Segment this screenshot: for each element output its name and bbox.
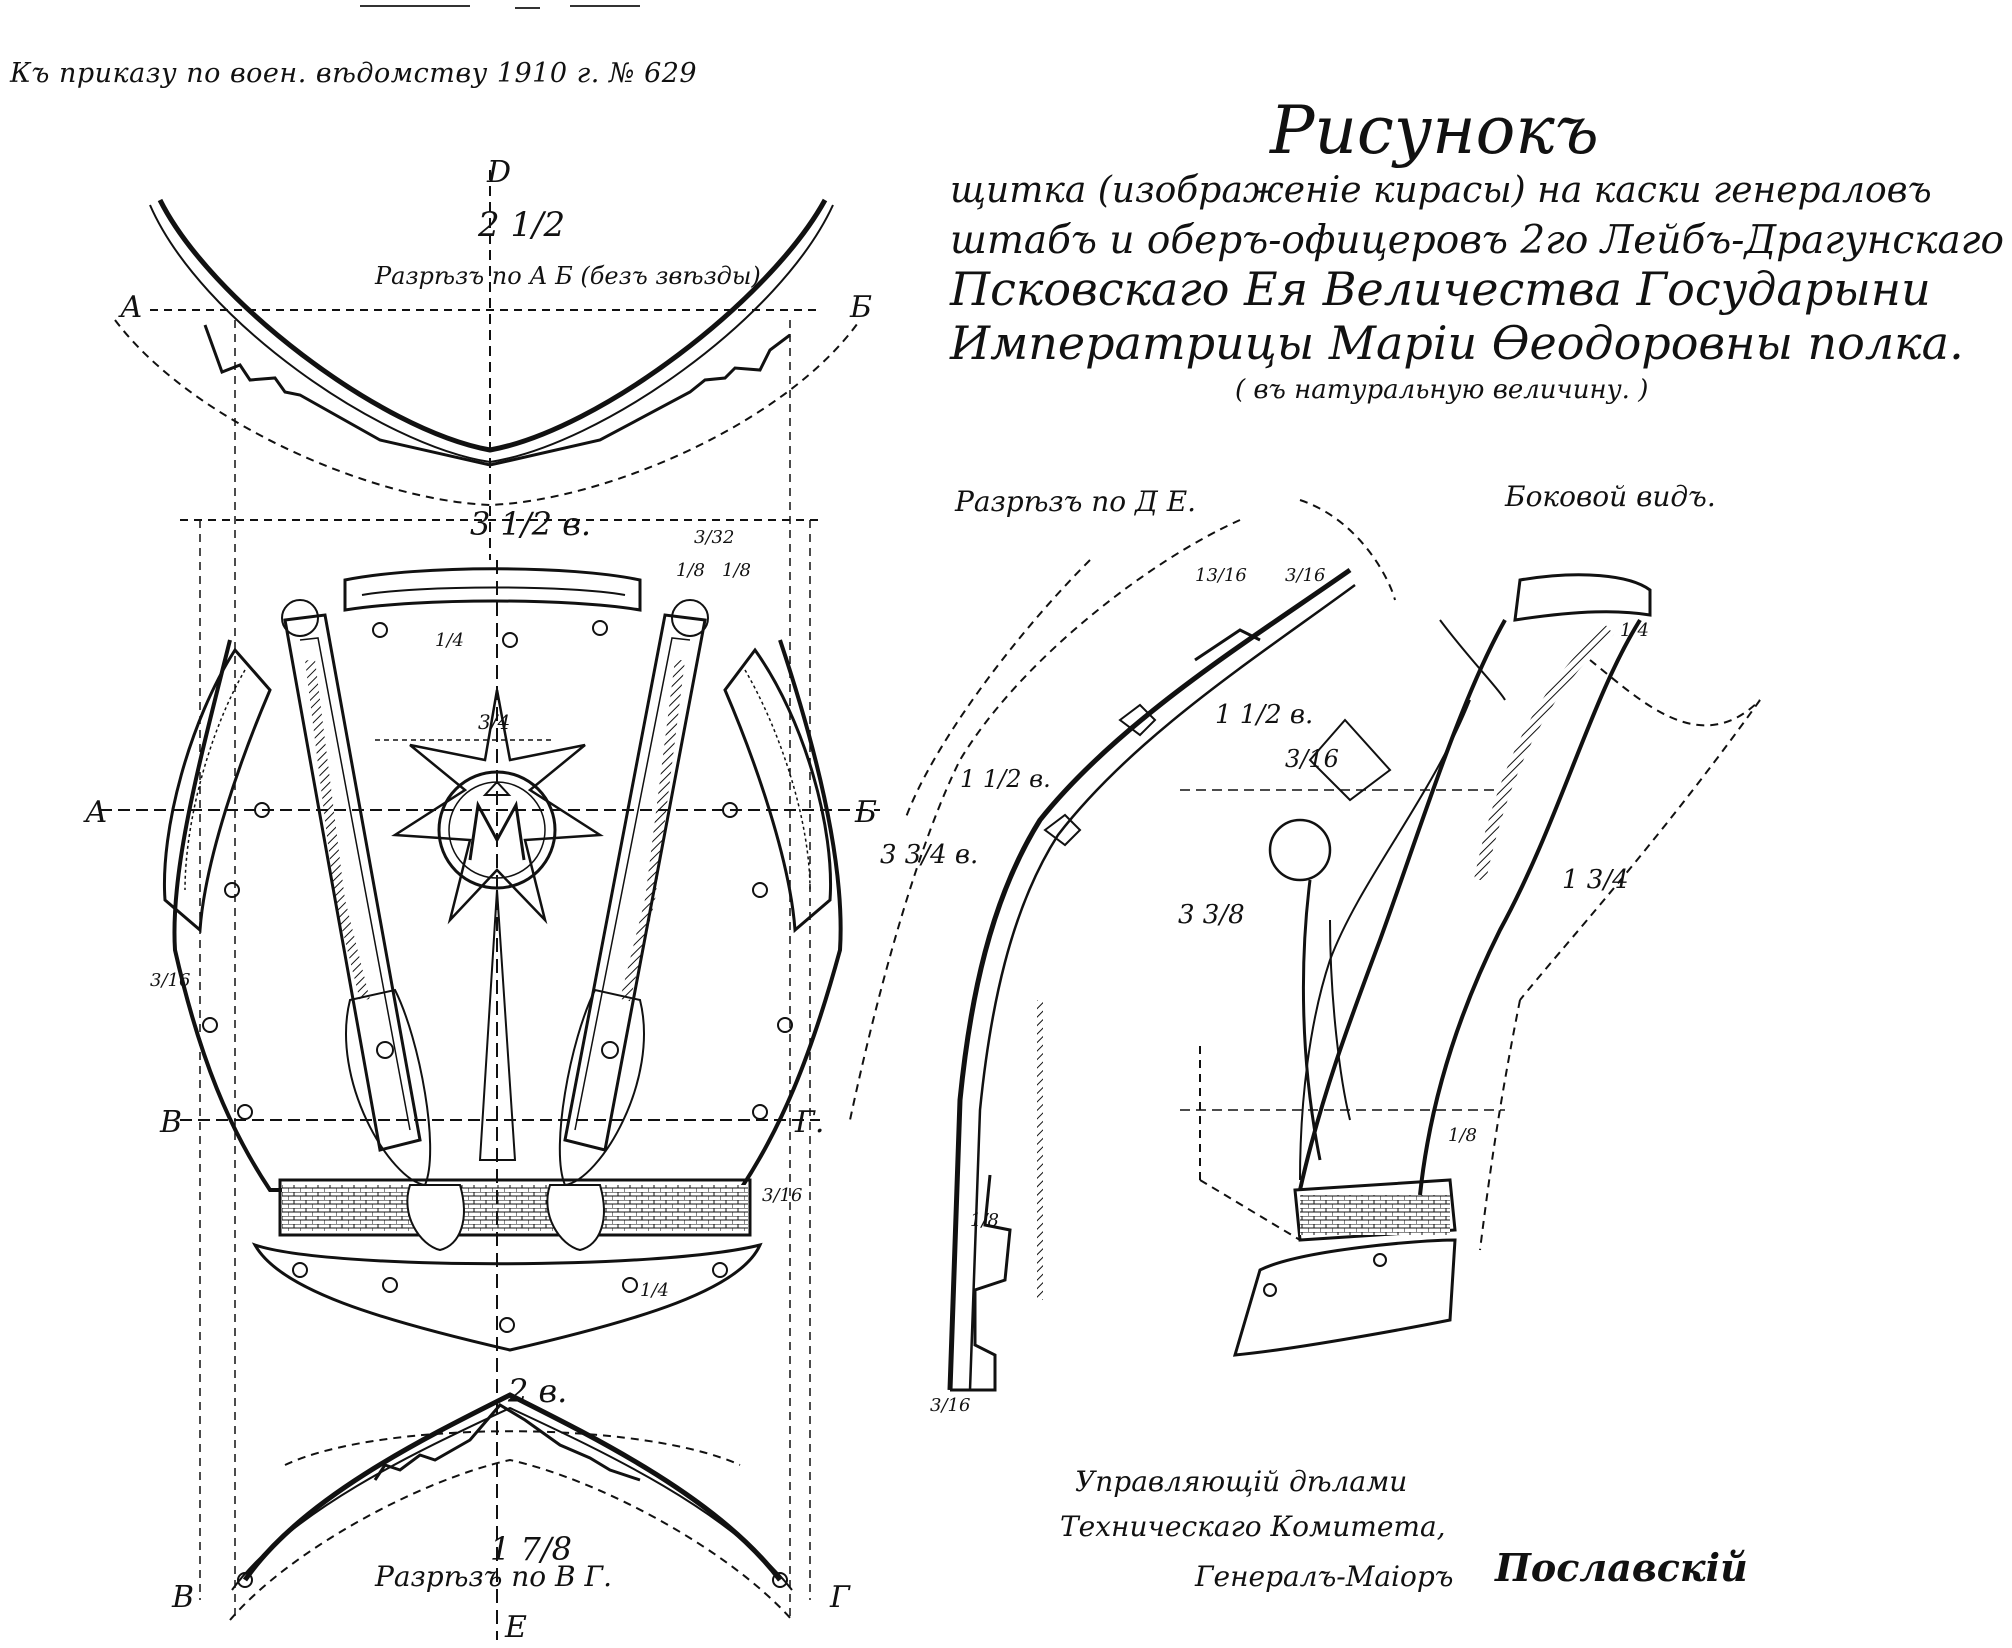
cuirass-front	[100, 320, 880, 1640]
dim-neck-2: 1/8	[676, 560, 705, 581]
dim-vg-height: 1 7/8	[490, 1530, 573, 1568]
label-d: D	[487, 155, 512, 190]
dim-lower-rim: 1/4	[640, 1280, 669, 1301]
label-a-mid: А	[85, 795, 108, 830]
section-vg-caption: Разрѣзъ по В Г.	[375, 1560, 612, 1593]
dim-side-height: 3 3/8	[1178, 900, 1245, 930]
dim-de-top-2: 3/16	[1285, 565, 1326, 586]
dim-neck-1: 3/32	[694, 527, 735, 548]
dim-collar: 1/4	[435, 630, 464, 651]
dim-de-base: 3/16	[930, 1395, 971, 1416]
title-line-4: Императрицы Маріи Ѳеодоровны полка.	[950, 316, 1964, 370]
dim-de-arc-2: 1 1/2 в.	[960, 765, 1051, 793]
label-g-bottom: Г	[830, 1580, 850, 1615]
dim-side-arc: 1 3/4	[1562, 865, 1629, 895]
section-ab	[114, 170, 861, 560]
side-view	[1180, 573, 1761, 1357]
section-vg	[229, 1392, 793, 1621]
signature-line-1: Управляющій дѣлами	[1075, 1465, 1408, 1498]
side-view-caption: Боковой видъ.	[1505, 480, 1716, 513]
label-v-mid: В	[160, 1105, 183, 1140]
label-a-top: А	[120, 290, 143, 325]
dim-neck-3: 1/8	[722, 560, 751, 581]
dim-de-top-1: 13/16	[1195, 565, 1247, 586]
dim-side-low: 1/8	[1448, 1125, 1477, 1146]
section-ab-caption: Разрѣзъ по А Б (безъ звѣзды)	[375, 262, 761, 290]
signature-line-2: Техническаго Комитета,	[1060, 1510, 1446, 1543]
dim-belt-height: 3/16	[762, 1185, 803, 1206]
dim-vg-width: 2 в.	[508, 1372, 568, 1410]
dim-de-arc: 1 1/2 в.	[1215, 700, 1314, 730]
section-de	[849, 499, 1396, 1392]
scan-artifact	[360, 5, 640, 9]
label-b-mid: Б	[855, 795, 878, 830]
dim-top-width: 2 1/2	[478, 205, 566, 245]
scale-note: ( въ натуральную величину. )	[1235, 375, 1649, 405]
label-v-bottom: В	[172, 1580, 195, 1615]
signature-line-3: Генералъ-Маіоръ	[1195, 1560, 1454, 1593]
label-e: Е	[505, 1610, 527, 1645]
drawing-title: Рисунокъ	[1270, 92, 1599, 169]
section-de-caption: Разрѣзъ по Д Е.	[955, 485, 1197, 518]
order-reference: Къ приказу по воен. вѣдомству 1910 г. № …	[10, 58, 698, 89]
title-line-1: щитка (изображеніе кирасы) на каски гене…	[950, 170, 1932, 211]
label-b-top: Б	[850, 290, 873, 325]
title-line-2: штабъ и оберъ-офицеровъ 2го Лейбъ-Драгун…	[950, 218, 2004, 263]
title-line-3: Псковскаго Ея Величества Государыни	[950, 262, 1931, 316]
dim-de-height: 3 3/4 в.	[880, 840, 979, 870]
signature-name: Пославскій	[1495, 1545, 1748, 1590]
